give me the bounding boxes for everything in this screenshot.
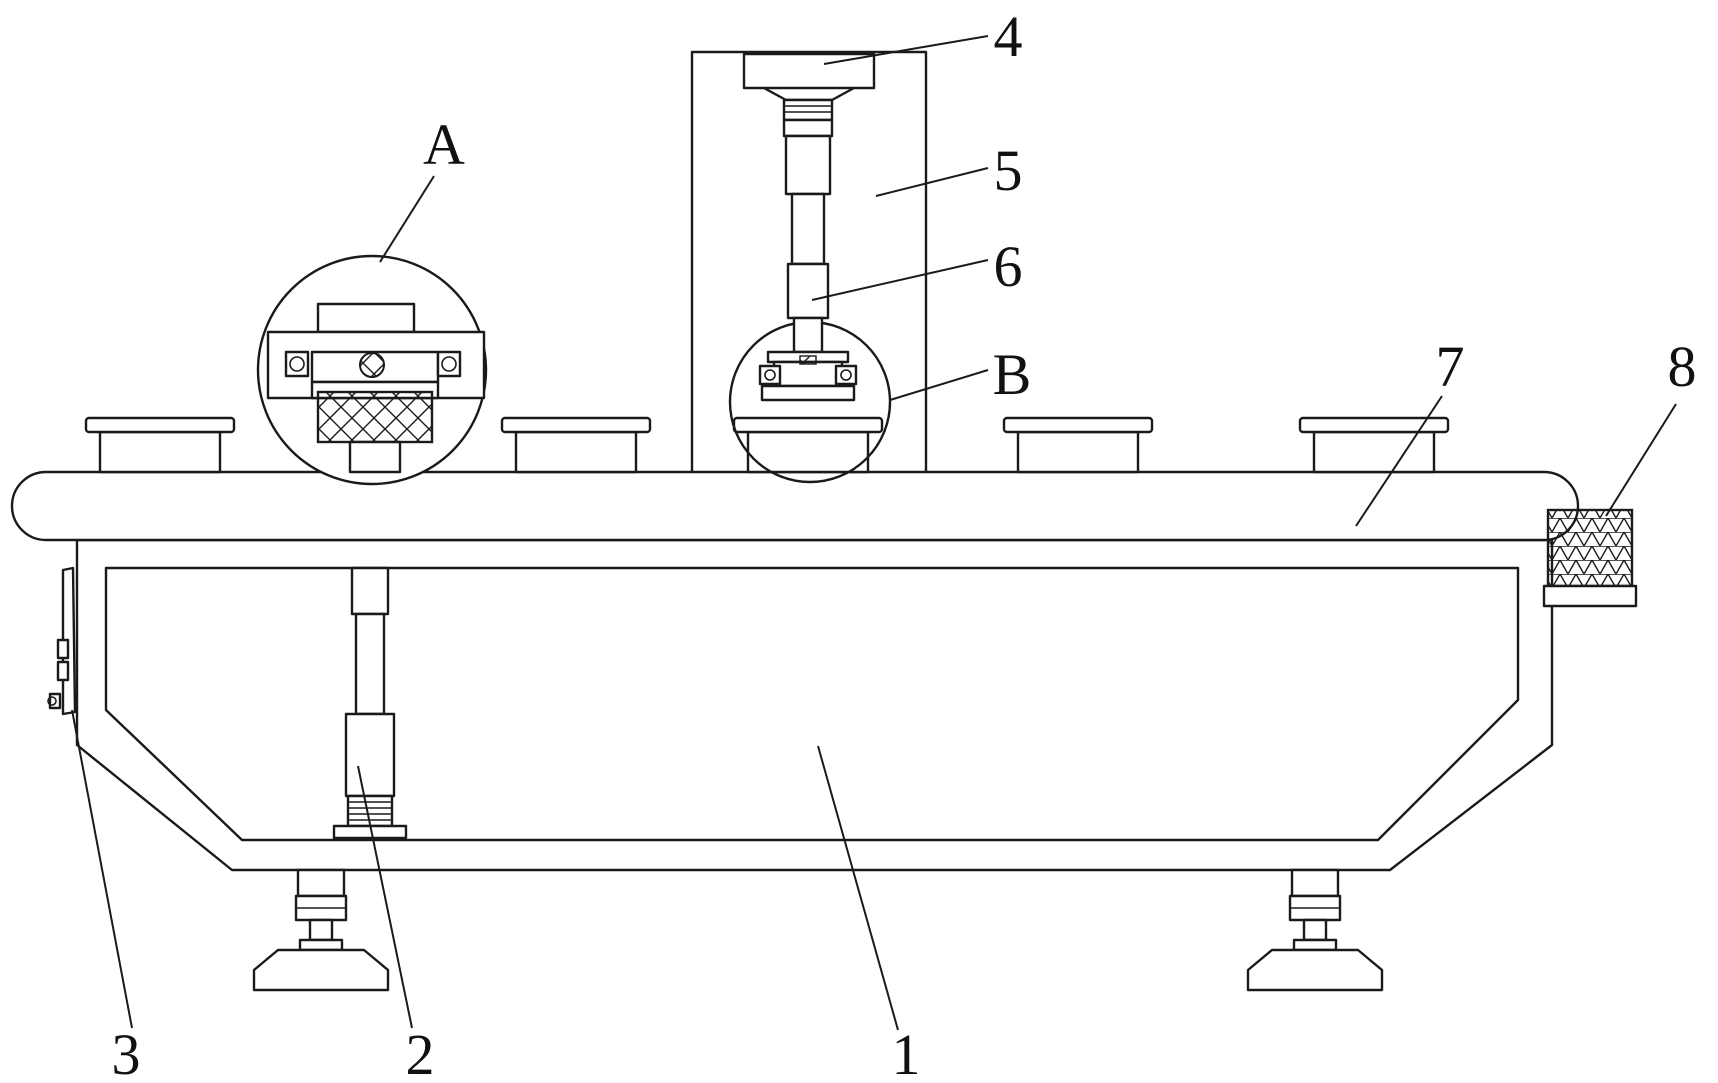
top-mount-block — [744, 54, 874, 120]
leader-8 — [1606, 404, 1676, 516]
foot-right — [1248, 870, 1382, 990]
leader-4 — [824, 36, 988, 64]
label-b: B — [993, 342, 1032, 407]
tray-1 — [86, 418, 234, 472]
label-1: 1 — [892, 1022, 921, 1083]
tray-4 — [1004, 418, 1152, 472]
push-rod-cylinder — [784, 120, 832, 318]
leader-b — [890, 370, 988, 400]
tray-2 — [502, 418, 650, 472]
label-6: 6 — [994, 234, 1023, 299]
label-a: A — [423, 112, 465, 177]
side-brush-block — [1544, 510, 1636, 606]
detail-circle-a — [258, 256, 486, 484]
label-4: 4 — [994, 4, 1023, 69]
tray-5 — [1300, 418, 1448, 472]
label-7: 7 — [1436, 334, 1465, 399]
foot-left — [254, 870, 388, 990]
label-8: 8 — [1668, 334, 1697, 399]
label-5: 5 — [994, 138, 1023, 203]
base-frame — [77, 540, 1552, 870]
leader-a — [380, 176, 434, 262]
control-panel — [48, 568, 75, 714]
label-2: 2 — [406, 1022, 435, 1083]
leader-6 — [812, 260, 988, 300]
label-3: 3 — [112, 1022, 141, 1083]
leader-5 — [876, 168, 988, 196]
conveyor-belt — [12, 472, 1578, 540]
